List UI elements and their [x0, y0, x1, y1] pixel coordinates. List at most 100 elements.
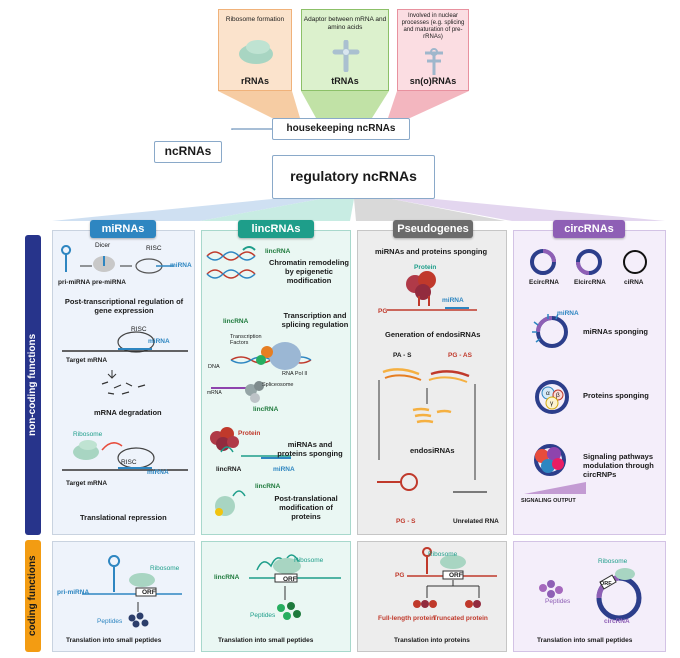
ribosome-label: Ribosome: [73, 431, 103, 438]
circ-mirna-sponge-diagram: [532, 313, 568, 348]
linc-coding-ribosome: Ribosome: [294, 557, 324, 564]
ecirc-label: EcircRNA: [529, 279, 559, 286]
linc5-label: lincRNA: [255, 483, 281, 490]
coding-orf-label: ORF: [142, 589, 156, 596]
degradation-label: mRNA degradation: [94, 408, 162, 417]
lincrnas-panel: [201, 230, 351, 535]
repression-label: Translational repression: [80, 513, 167, 522]
mirna3-label: miRNA: [147, 469, 169, 476]
pg-mirna-label: miRNA: [442, 297, 464, 304]
elcirc-label: ElcircRNA: [574, 279, 606, 286]
target1-label: Target mRNA: [66, 357, 108, 364]
circ-protein-sponge-diagram: [535, 380, 569, 414]
snornas-description: Involved in nuclear processes (e.g. spli…: [401, 13, 465, 40]
linc-f4: Post-translational modification of prote…: [274, 494, 338, 521]
mirnas-header: miRNAs: [90, 220, 156, 238]
trnas-box: Adaptor between mRNA and amino acids tRN…: [301, 9, 389, 91]
polii-label: RNA Pol II: [282, 371, 308, 377]
ribosome-icon: [239, 40, 273, 64]
dicer-label: Dicer: [95, 242, 111, 249]
circ-f2: Proteins sponging: [583, 391, 649, 400]
lincrna-ptm-diagram: [215, 490, 246, 516]
top-funnel: [218, 91, 469, 130]
rrnas-description: Ribosome formation: [225, 16, 285, 23]
lincrna-coding-diagram: [249, 554, 341, 620]
linc-coding-lincrna: lincRNA: [214, 574, 240, 581]
pg-coding-full: Full-length protein: [378, 615, 436, 622]
pgs-label: PG - S: [396, 518, 416, 525]
circ-coding-diagram: [539, 568, 642, 621]
pri-mirna-label: pri-miRNA: [58, 279, 91, 286]
linc-coding-caption: Translation into small peptides: [218, 637, 314, 644]
regulatory-box: regulatory ncRNAs: [272, 155, 435, 199]
circ-coding-orf: ORF: [600, 581, 612, 587]
linc-f1: Chromatin remodeling by epigenetic modif…: [268, 258, 349, 285]
pg-coding-caption: Translation into proteins: [394, 637, 470, 644]
linc-mirna-label: miRNA: [273, 466, 295, 473]
linc3-label: lincRNA: [253, 406, 279, 413]
ncrnas-root: ncRNAs: [154, 141, 222, 163]
lincrnas-header: lincRNAs: [238, 220, 314, 238]
coding-ribosome-label: Ribosome: [150, 565, 180, 572]
linc1-label: lincRNA: [265, 248, 291, 255]
circrna-types-diagram: [530, 249, 647, 275]
unrelated-label: Unrelated RNA: [453, 518, 499, 525]
risc-top-label: RISC: [146, 245, 162, 252]
mirna-repression-diagram: [62, 440, 188, 471]
pseudogenes-header: Pseudogenes: [393, 220, 473, 238]
target2-label: Target mRNA: [66, 480, 108, 487]
trnas-description: Adaptor between mRNA and amino acids: [303, 16, 387, 31]
alpha-label: α: [546, 390, 550, 397]
mirna-biogenesis-diagram: [61, 245, 174, 274]
spliceosome-label: Spliceosome: [262, 382, 294, 388]
mirna-top-label: miRNA: [170, 262, 192, 269]
signaling-label: SIGNALING OUTPUT: [521, 498, 576, 504]
coding-pri-label: pri-miRNA: [57, 589, 90, 596]
coding-side: coding functions: [25, 540, 41, 652]
risc2-label: RISC: [131, 326, 147, 333]
circ-coding-ribosome: Ribosome: [598, 558, 628, 565]
pg-coding-orf: ORF: [449, 572, 463, 579]
tf-label: Transcription Factors: [230, 334, 262, 346]
regulatory-funnel: [52, 199, 665, 221]
rrnas-box: Ribosome formation rRNAs: [218, 9, 292, 91]
circ-f1: miRNAs sponging: [583, 327, 648, 336]
mrna-label: mRNA: [207, 390, 222, 396]
snornas-box: Involved in nuclear processes (e.g. spli…: [397, 9, 469, 91]
lincrna-sponging-diagram: [210, 427, 291, 459]
circrnas-header: circRNAs: [553, 220, 625, 238]
linc2-label: lincRNA: [223, 318, 249, 325]
trnas-label: tRNAs: [331, 76, 359, 86]
circ-coding-circ: circRNA: [604, 618, 630, 625]
linc-f2: Transcription and splicing regulation: [281, 311, 349, 329]
pg-coding-ribosome: Ribosome: [428, 551, 458, 558]
endosirna-diagram: [377, 368, 487, 493]
linc-coding-peptides: Peptides: [250, 612, 276, 619]
lincrna-chromatin-diagram: [206, 246, 256, 279]
housekeeping-box: housekeeping ncRNAs: [272, 118, 410, 140]
pre-mirna-label: pre-miRNA: [92, 279, 126, 286]
regulatory-label: regulatory ncRNAs: [290, 168, 417, 184]
pgas-label: PG - AS: [448, 352, 472, 359]
pg-sponging-diagram: [387, 271, 477, 311]
degradation-fragments-icon: [101, 370, 146, 395]
rrnas-label: rRNAs: [240, 76, 269, 86]
mirna-coding-diagram: [82, 555, 182, 628]
mirnas-panel: [52, 230, 195, 535]
coding-peptides-label: Peptides: [97, 618, 123, 625]
circ-coding-caption: Translation into small peptides: [537, 637, 633, 644]
coding-label: coding functions: [27, 555, 38, 637]
non-coding-label: non-coding functions: [27, 333, 38, 437]
snorna-icon: [425, 48, 443, 75]
circrnas-panel: [513, 230, 666, 535]
dna-label: DNA: [208, 364, 220, 370]
endosi-label: endosiRNAs: [410, 446, 455, 455]
ci-label: ciRNA: [624, 279, 644, 286]
housekeeping-label: housekeeping ncRNAs: [286, 123, 396, 134]
non-coding-side: non-coding functions: [25, 235, 41, 535]
pseudogenes-coding-panel: [357, 541, 507, 652]
pg-protein-label: Protein: [414, 264, 437, 271]
linc4-label: lincRNA: [216, 466, 242, 473]
mirna-coding-caption: Translation into small peptides: [66, 637, 162, 644]
pg-coding-truncated: Truncated protein: [433, 615, 488, 622]
